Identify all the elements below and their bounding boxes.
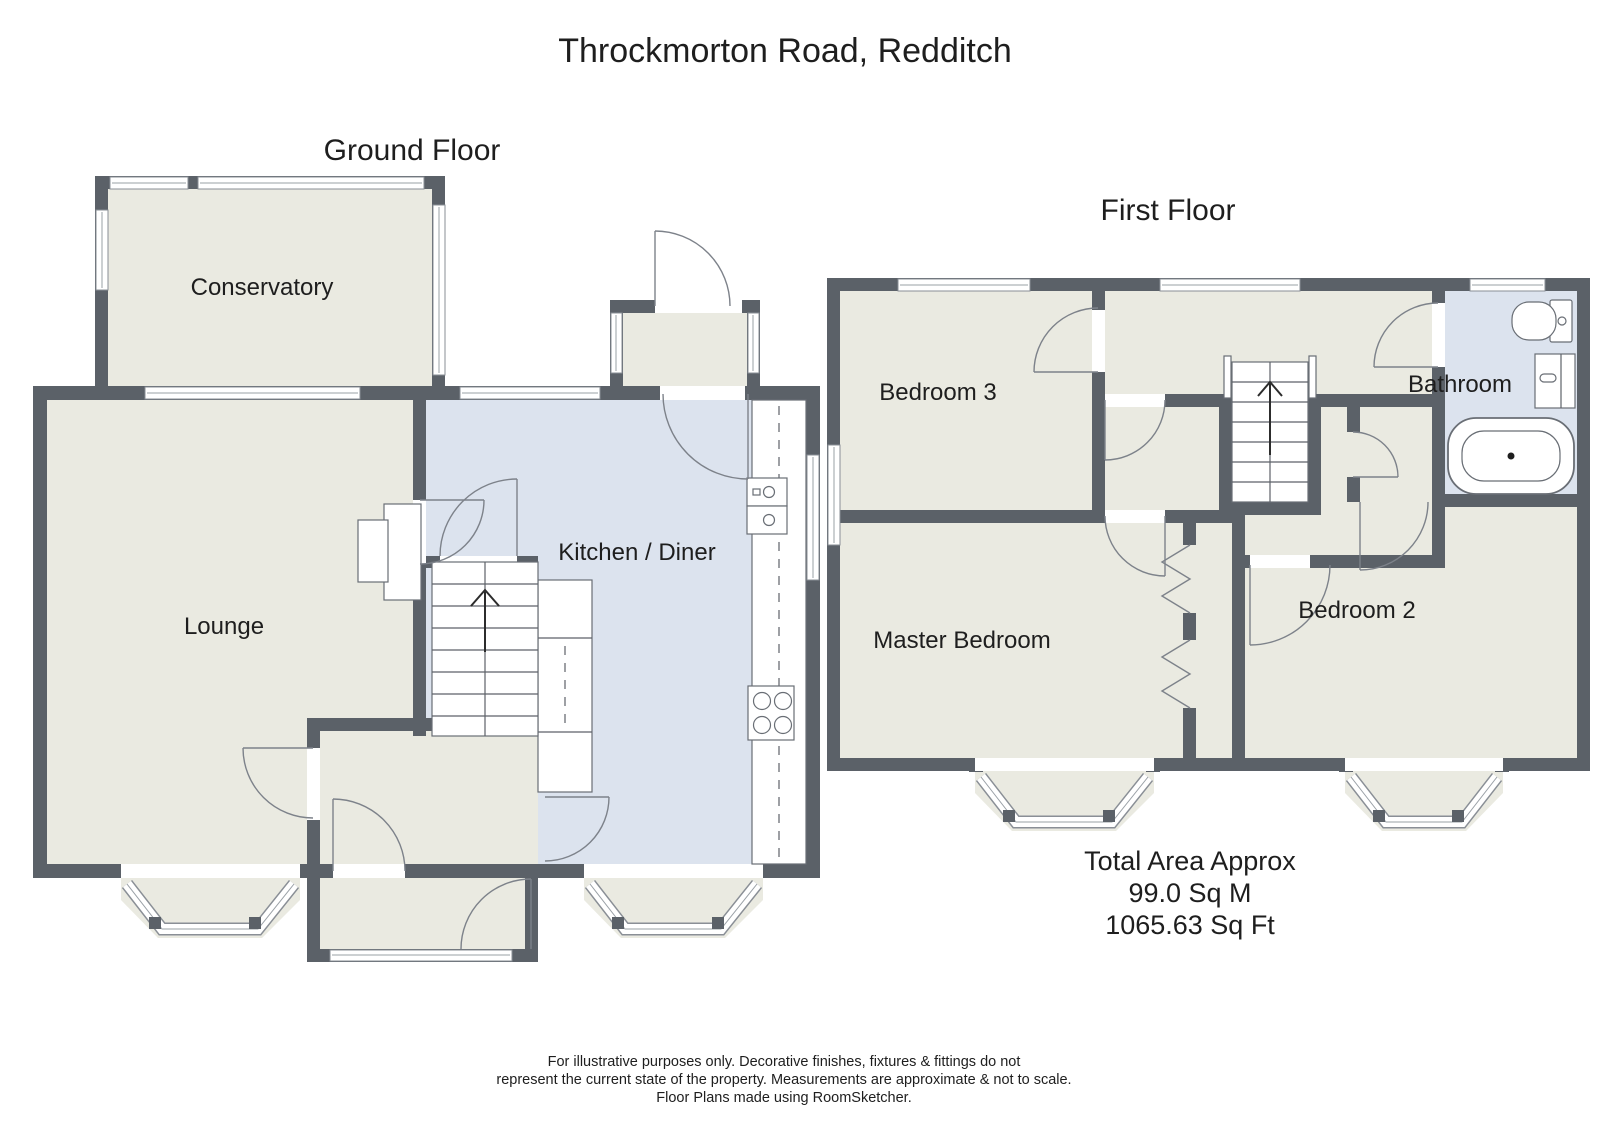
door-arc	[1104, 515, 1166, 577]
room-label-kitchen: Kitchen / Diner	[558, 539, 715, 566]
total-area-line1: Total Area Approx	[1084, 846, 1296, 876]
first-door-openings	[975, 303, 1503, 771]
ground-stairs	[431, 561, 539, 737]
door-arc	[662, 393, 749, 480]
labels: Throckmorton Road, Redditch Ground Floor…	[184, 32, 1512, 1106]
window	[897, 278, 1031, 292]
disclaimer-line1: For illustrative purposes only. Decorati…	[548, 1054, 1021, 1070]
stairs-up-arrow	[470, 588, 500, 652]
bathtub	[1447, 417, 1575, 495]
door-arc	[1249, 564, 1331, 646]
room-label-bedroom3: Bedroom 3	[879, 379, 996, 406]
stair-rail	[1308, 355, 1317, 399]
wardrobe-bifold-doors	[1160, 544, 1192, 709]
window	[459, 386, 601, 400]
door-arc	[439, 478, 518, 557]
stair-rail	[1223, 355, 1232, 399]
door-arc	[1352, 431, 1399, 478]
door-arc	[419, 499, 485, 565]
door-arc	[242, 747, 314, 819]
toilet	[1511, 299, 1573, 343]
window	[806, 454, 820, 581]
disclaimer-note: For illustrative purposes only. Decorati…	[496, 1054, 1071, 1106]
door-arc	[544, 796, 610, 862]
kitchen-sink	[746, 477, 788, 535]
total-area-line2: 99.0 Sq M	[1128, 878, 1251, 908]
ground-floor-label: Ground Floor	[324, 134, 501, 167]
first-windows	[827, 278, 1546, 546]
door-arc	[460, 878, 532, 950]
total-area-note: Total Area Approx 99.0 Sq M 1065.63 Sq F…	[1084, 846, 1296, 940]
first-stairs	[1223, 355, 1317, 503]
window	[1159, 278, 1301, 292]
door-arc	[1104, 399, 1166, 461]
disclaimer-line3: Floor Plans made using RoomSketcher.	[656, 1090, 912, 1106]
window	[1469, 278, 1546, 292]
kitchen-counter	[746, 399, 807, 865]
page-title: Throckmorton Road, Redditch	[558, 32, 1012, 70]
hob	[747, 685, 795, 741]
entrance-porch	[307, 864, 538, 962]
room-label-lounge: Lounge	[184, 613, 264, 640]
first-room-fills	[840, 291, 1577, 758]
room-label-conservatory: Conservatory	[191, 274, 334, 301]
window	[144, 386, 361, 400]
window	[109, 176, 189, 190]
ground-floor-plan	[33, 176, 820, 962]
room-label-master: Master Bedroom	[873, 627, 1050, 654]
stairs-up-arrow	[1257, 380, 1283, 455]
first-doors	[1033, 302, 1439, 646]
entry-porch-top	[610, 313, 747, 386]
window	[329, 949, 513, 962]
window	[610, 312, 623, 374]
room-label-bathroom: Bathroom	[1408, 371, 1512, 398]
window	[747, 312, 760, 374]
kitchen-peninsula-units	[537, 579, 593, 793]
basin	[1534, 353, 1576, 409]
ground-room-fills	[47, 176, 806, 962]
hallway	[320, 731, 538, 864]
bathroom-fixtures	[1447, 299, 1576, 495]
ground-windows	[95, 176, 820, 962]
room-label-bedroom2: Bedroom 2	[1298, 597, 1415, 624]
window	[827, 444, 841, 546]
total-area-line3: 1065.63 Sq Ft	[1105, 910, 1275, 940]
ground-doors	[242, 230, 749, 950]
first-floor-plan	[827, 278, 1590, 831]
door-arc	[654, 230, 731, 307]
fireplace	[357, 503, 422, 601]
kitchen-bay-window	[578, 864, 769, 938]
first-floor-label: First Floor	[1101, 194, 1236, 227]
door-arc	[1033, 307, 1099, 373]
first-walls	[827, 278, 1590, 771]
disclaimer-line2: represent the current state of the prope…	[496, 1072, 1071, 1088]
door-arc	[1373, 302, 1439, 368]
window	[197, 176, 425, 190]
window	[432, 204, 446, 376]
door-arc	[332, 798, 406, 872]
window	[95, 209, 109, 291]
room-conservatory	[95, 176, 445, 395]
door-arc	[1359, 501, 1429, 571]
